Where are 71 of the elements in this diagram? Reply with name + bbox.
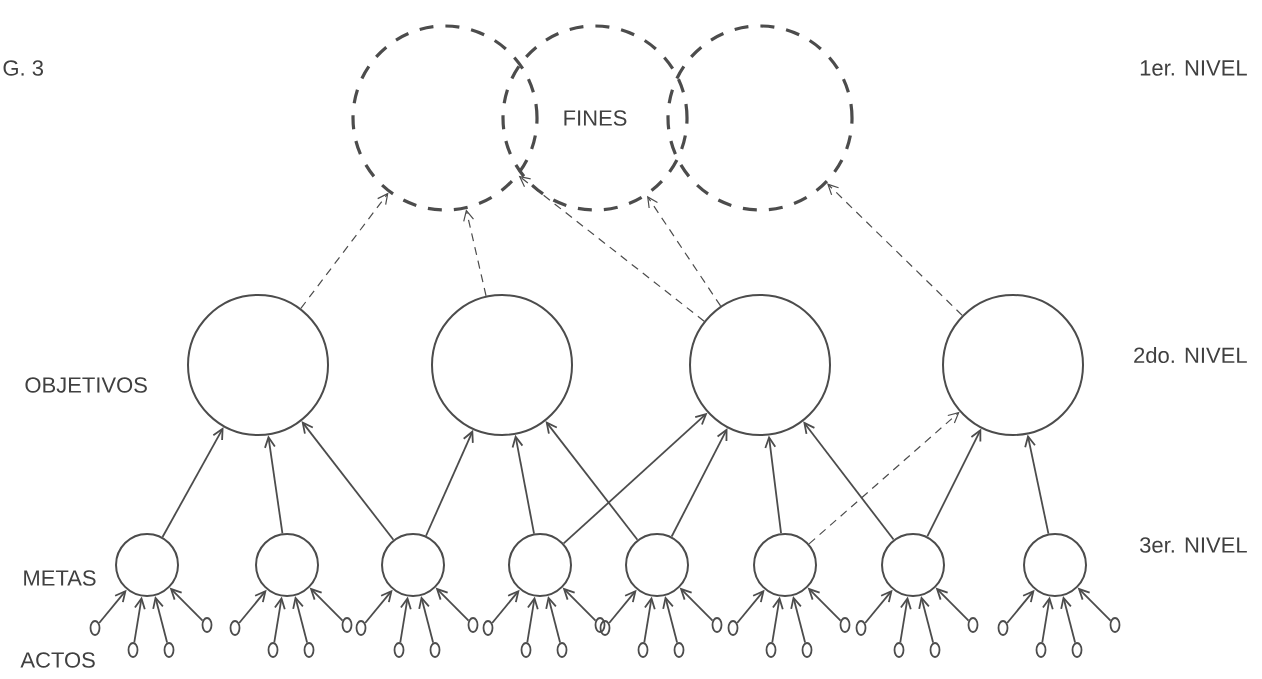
arrow bbox=[864, 589, 893, 624]
small-circle bbox=[1023, 533, 1087, 597]
arrow bbox=[545, 421, 639, 541]
level-label: G. 3 bbox=[3, 60, 43, 76]
arrow bbox=[238, 589, 267, 624]
level-label: METAS bbox=[24, 570, 96, 586]
arrow bbox=[926, 428, 982, 538]
arrow bbox=[435, 587, 470, 622]
arrow bbox=[292, 595, 308, 644]
arrow bbox=[826, 183, 963, 316]
level-label: 3er. NIVEL bbox=[1140, 537, 1247, 553]
level-label: 1er. NIVEL bbox=[1140, 60, 1247, 76]
arrow bbox=[264, 435, 284, 535]
circle bbox=[689, 294, 831, 436]
arrow bbox=[1024, 434, 1050, 535]
small-circle bbox=[115, 533, 179, 597]
arrow bbox=[518, 175, 705, 322]
circle bbox=[187, 294, 329, 436]
arrow bbox=[491, 589, 520, 624]
arrow bbox=[169, 587, 204, 622]
arrow bbox=[662, 595, 678, 644]
arrow bbox=[771, 596, 784, 644]
arrow bbox=[133, 596, 146, 644]
arrow bbox=[301, 421, 395, 541]
arrow bbox=[679, 587, 714, 622]
arrow bbox=[918, 595, 934, 644]
arrow bbox=[418, 595, 434, 644]
arrow bbox=[808, 411, 960, 545]
arrow bbox=[511, 434, 535, 535]
arrow bbox=[399, 596, 412, 644]
small-circle bbox=[625, 533, 689, 597]
arrow bbox=[1077, 587, 1112, 622]
arrow bbox=[562, 412, 708, 545]
arrow bbox=[273, 596, 286, 644]
arrow bbox=[300, 192, 389, 309]
level-label: ACTOS bbox=[20, 652, 95, 668]
level-label: OBJETIVOS bbox=[25, 377, 147, 393]
arrow bbox=[803, 421, 895, 541]
arrow bbox=[935, 587, 970, 622]
arrow bbox=[608, 589, 637, 624]
small-circle bbox=[381, 533, 445, 597]
arrow bbox=[463, 209, 487, 297]
arrow bbox=[807, 587, 842, 622]
circle bbox=[942, 294, 1084, 436]
arrow bbox=[1041, 596, 1054, 644]
dashed-circle bbox=[666, 24, 854, 212]
arrow bbox=[562, 587, 597, 622]
arrow bbox=[309, 587, 344, 622]
arrow bbox=[98, 589, 127, 624]
arrow bbox=[545, 595, 561, 644]
small-circle bbox=[255, 533, 319, 597]
arrow bbox=[152, 595, 168, 644]
arrow bbox=[647, 195, 722, 307]
arrow bbox=[526, 596, 539, 644]
arrow bbox=[736, 589, 765, 624]
arrow bbox=[161, 427, 224, 538]
circle bbox=[431, 294, 573, 436]
arrow bbox=[425, 429, 474, 537]
small-circle bbox=[881, 533, 945, 597]
small-circle bbox=[753, 533, 817, 597]
arrow bbox=[643, 596, 656, 644]
arrow bbox=[364, 589, 393, 624]
level-label: 2do. NIVEL bbox=[1134, 346, 1247, 364]
arrow bbox=[899, 596, 912, 644]
dashed-circle bbox=[351, 24, 539, 212]
arrow bbox=[1060, 595, 1076, 644]
arrow bbox=[790, 595, 806, 644]
arrow bbox=[764, 435, 782, 535]
arrow bbox=[670, 428, 728, 538]
arrow bbox=[1006, 589, 1035, 624]
small-circle bbox=[508, 533, 572, 597]
